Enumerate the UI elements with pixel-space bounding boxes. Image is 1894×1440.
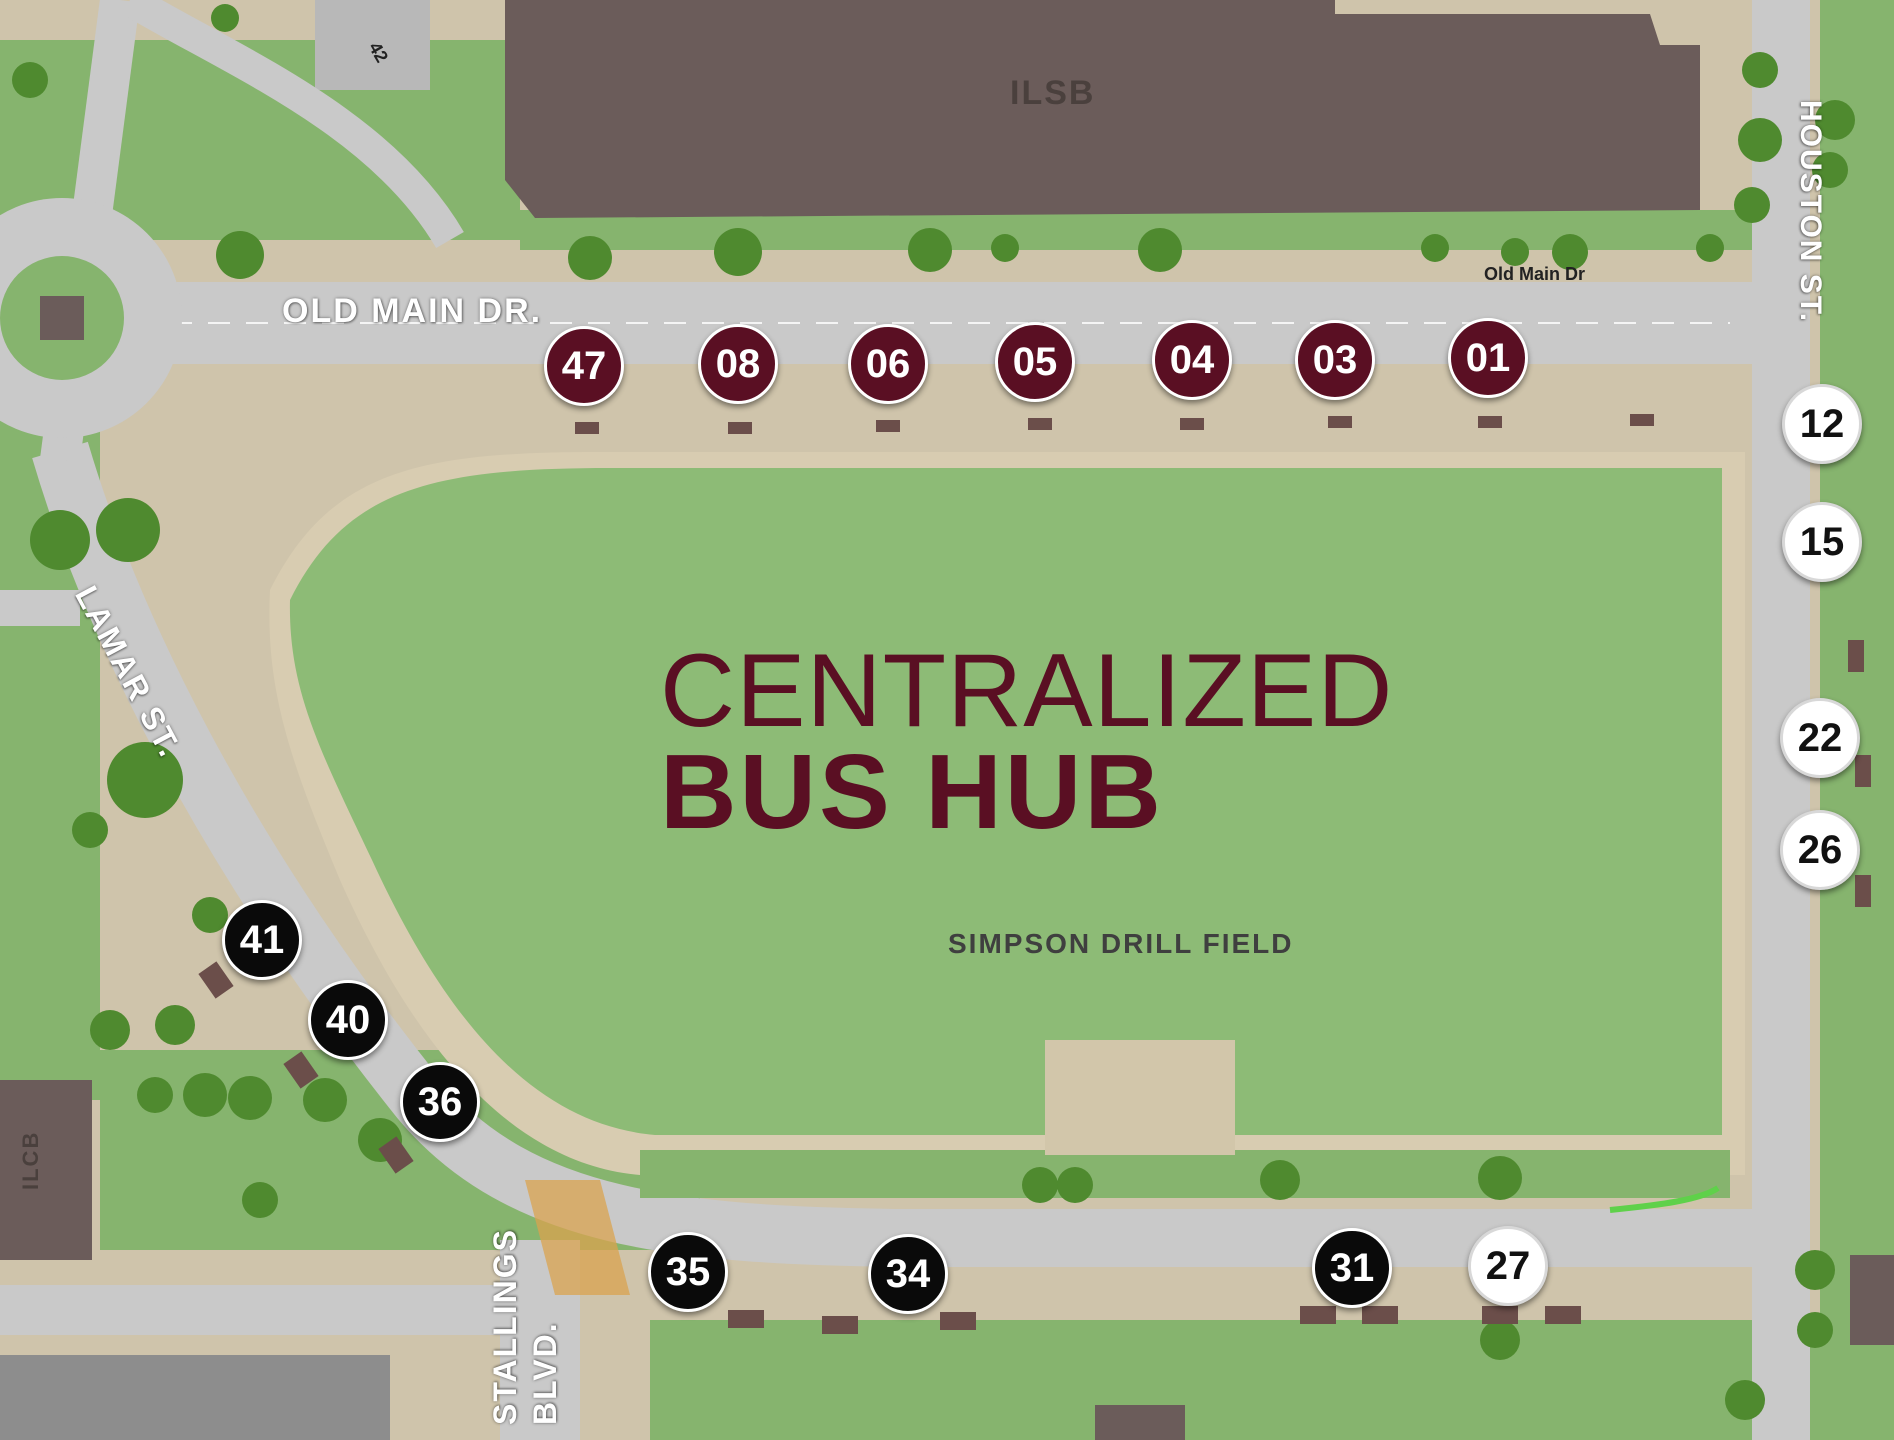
stallings-blvd-line2: BLVD. xyxy=(527,1321,563,1425)
bus-stop-15[interactable]: 15 xyxy=(1782,502,1862,582)
bus-stop-22[interactable]: 22 xyxy=(1780,698,1860,778)
bus-stop-04[interactable]: 04 xyxy=(1152,320,1232,400)
stallings-blvd-label: STALLINGS BLVD. xyxy=(485,1228,565,1425)
ilcb-building xyxy=(0,1080,92,1260)
bus-stop-47[interactable]: 47 xyxy=(544,326,624,406)
simpson-drill-field-label: SIMPSON DRILL FIELD xyxy=(948,928,1294,959)
bus-stop-01[interactable]: 01 xyxy=(1448,318,1528,398)
bus-stop-12[interactable]: 12 xyxy=(1782,384,1862,464)
crosswalk xyxy=(525,1180,630,1295)
simpson-drill-field xyxy=(289,468,1723,1135)
bus-stop-03[interactable]: 03 xyxy=(1295,320,1375,400)
bus-stop-40[interactable]: 40 xyxy=(308,980,388,1060)
bus-stop-27[interactable]: 27 xyxy=(1468,1226,1548,1306)
bus-stop-06[interactable]: 06 xyxy=(848,324,928,404)
old-main-dr-label: OLD MAIN DR. xyxy=(282,292,543,330)
bus-stop-41[interactable]: 41 xyxy=(222,900,302,980)
bus-stop-36[interactable]: 36 xyxy=(400,1062,480,1142)
houston-st-label: HOUSTON ST. xyxy=(1794,100,1827,324)
bus-shelters xyxy=(198,414,1871,1334)
bus-stop-35[interactable]: 35 xyxy=(648,1232,728,1312)
bus-stop-08[interactable]: 08 xyxy=(698,324,778,404)
hub-title-line2: BUS HUB xyxy=(660,733,1164,851)
parking-lot xyxy=(315,0,430,90)
trees xyxy=(12,4,1855,1420)
bus-stop-31[interactable]: 31 xyxy=(1312,1228,1392,1308)
old-main-dr-small-label: Old Main Dr xyxy=(1484,264,1586,284)
south-building xyxy=(0,1355,390,1440)
bus-stop-34[interactable]: 34 xyxy=(868,1234,948,1314)
bus-stop-26[interactable]: 26 xyxy=(1780,810,1860,890)
bus-stop-05[interactable]: 05 xyxy=(995,322,1075,402)
ilcb-label: ILCB xyxy=(18,1130,43,1190)
ilsb-label: ILSB xyxy=(1010,74,1096,112)
stallings-blvd-line1: STALLINGS xyxy=(487,1228,523,1425)
ilsb-building xyxy=(505,0,1700,218)
hub-title-line1: CENTRALIZED xyxy=(660,633,1394,749)
